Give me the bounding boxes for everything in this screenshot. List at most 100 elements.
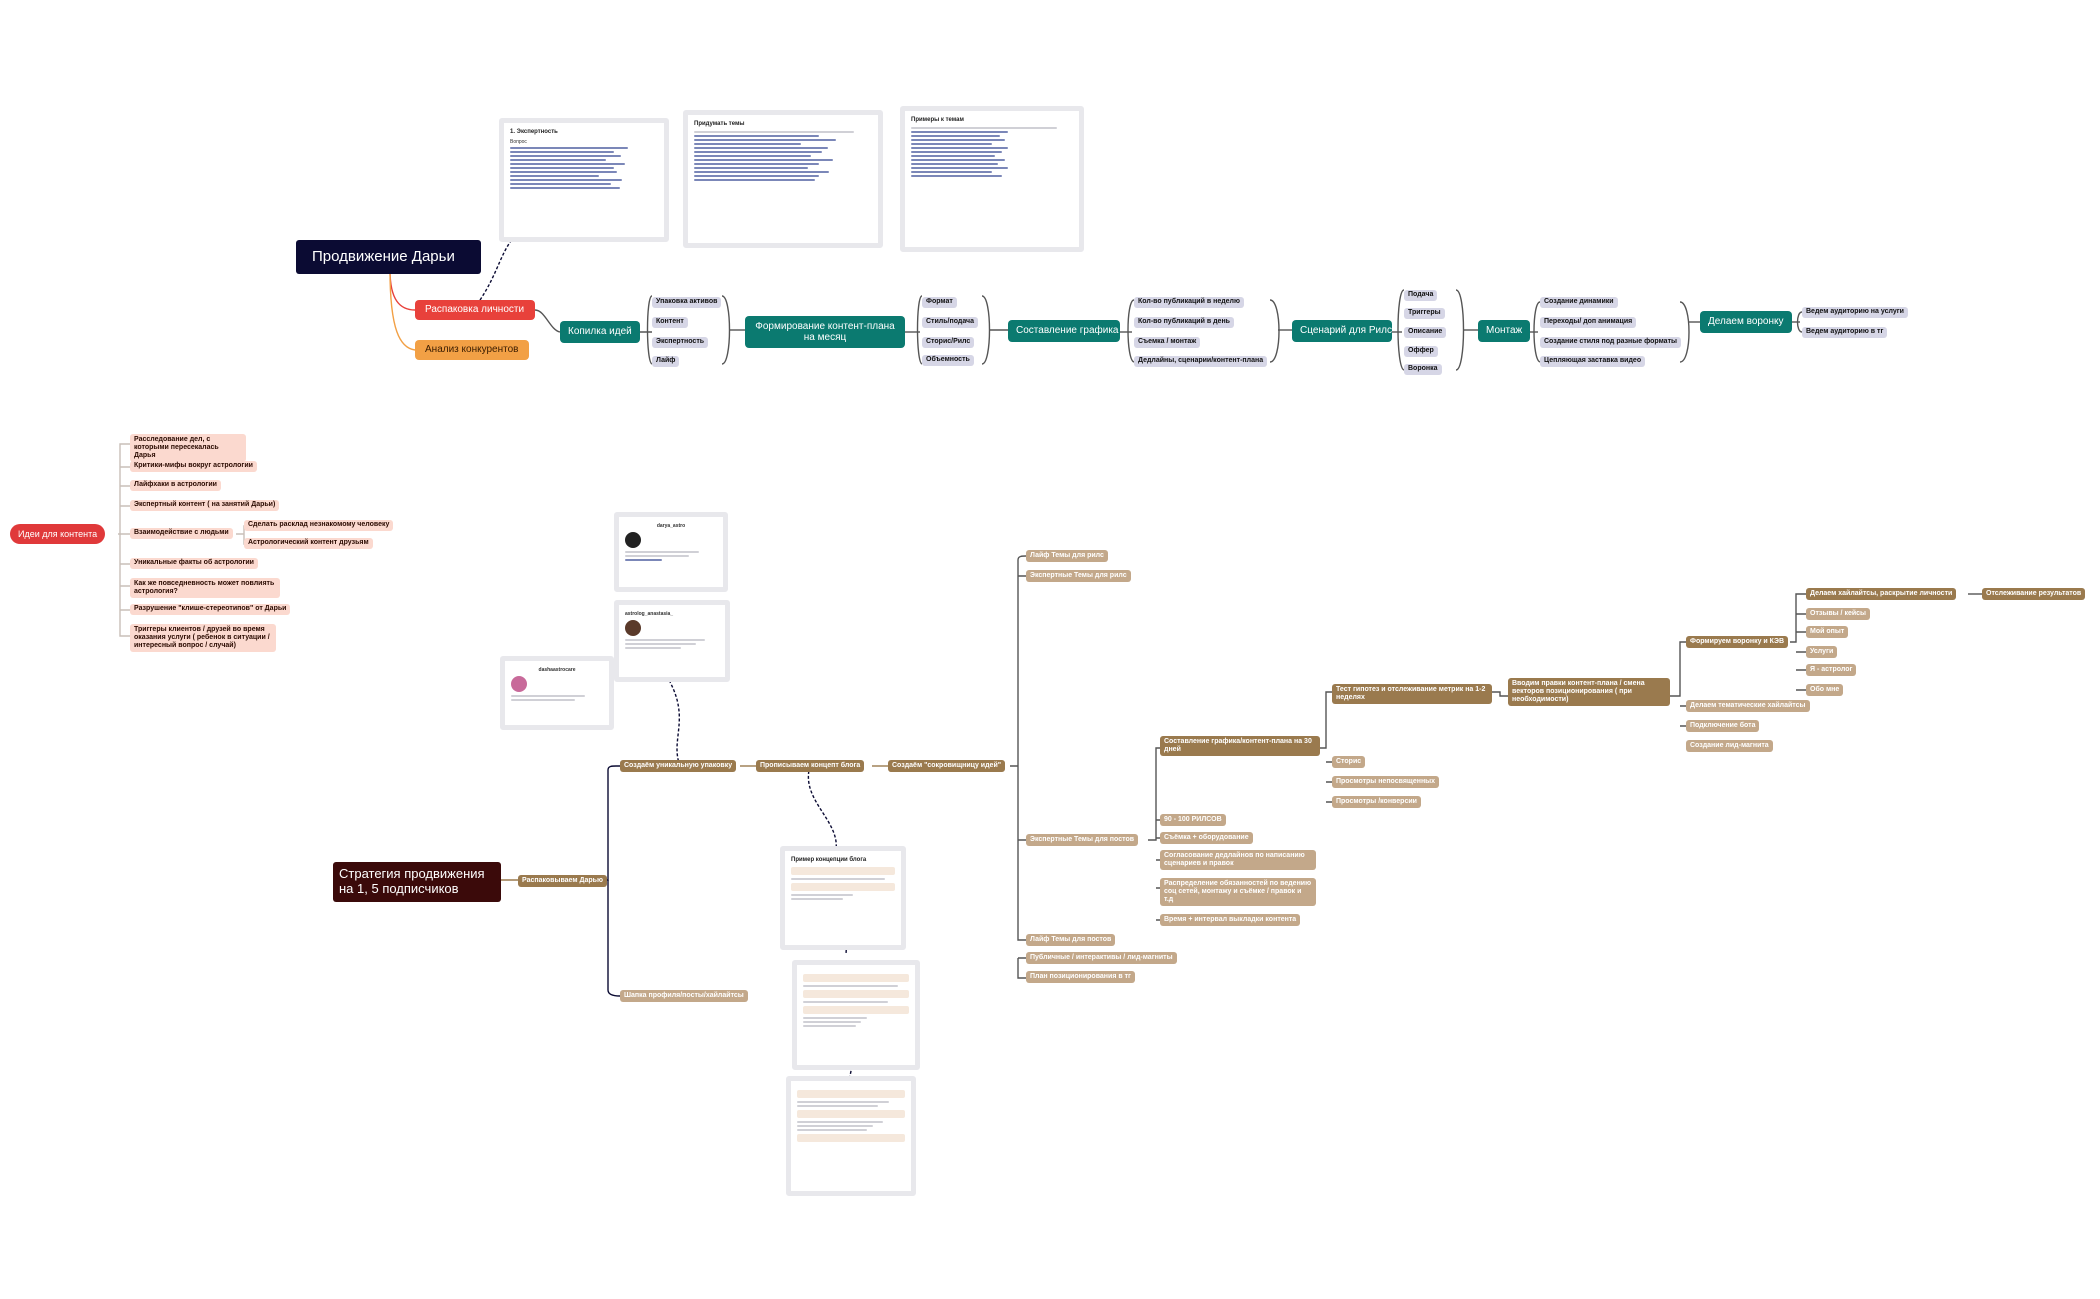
screenshot-title: Придумать темы	[694, 121, 745, 127]
topic-node[interactable]: Экспертные Темы для рилс	[1026, 570, 1131, 582]
topic-node[interactable]: Экспертные Темы для постов	[1026, 834, 1139, 846]
unpack-node[interactable]: Распаковываем Дарью	[518, 875, 607, 887]
topic-node[interactable]: Публичные / интерактивы / лид-магниты	[1026, 952, 1177, 964]
profile-handle: darya_astro	[656, 523, 686, 529]
results-node[interactable]: Отслеживание результатов	[1982, 588, 2086, 600]
ideas-step-node[interactable]: Копилка идей	[560, 321, 640, 343]
ideas-item[interactable]: Лайф	[652, 356, 680, 367]
profile-handle: dashaastrocare	[538, 667, 576, 673]
avatar	[511, 676, 527, 692]
funnel-step-node[interactable]: Делаем воронку	[1700, 311, 1792, 333]
funnel2-item[interactable]: Я - астролог	[1806, 664, 1857, 676]
concept-node[interactable]: Прописываем концепт блога	[756, 760, 865, 772]
ideas-item[interactable]: Контент	[652, 317, 688, 328]
posts-subnode[interactable]: Составление графика/контент-плана на 30 …	[1160, 736, 1320, 757]
edit-item[interactable]: Цепляющая заставка видео	[1540, 356, 1646, 367]
edit-item[interactable]: Создание динамики	[1540, 297, 1618, 308]
ideas-map-item[interactable]: Триггеры клиентов / друзей во время оказ…	[130, 624, 276, 653]
ideas-map-item[interactable]: Взаимодействие с людьми	[130, 528, 233, 539]
schedule-item[interactable]: Кол-во публикаций в день	[1134, 317, 1234, 328]
profile-screenshot-3[interactable]: dashaastrocare	[500, 656, 614, 730]
ideas-map-item[interactable]: Экспертный контент ( на занятий Дарьи)	[130, 500, 280, 511]
posts-subnode[interactable]: Время + интервал выкладки контента	[1160, 914, 1301, 926]
concept-screenshot-3[interactable]	[786, 1076, 916, 1196]
funnel2-item[interactable]: Делаем хайлайтсы, раскрытие личности	[1806, 588, 1957, 600]
posts-subnode[interactable]: 90 - 100 РИЛСОВ	[1160, 814, 1226, 826]
funnel2-item[interactable]: Обо мне	[1806, 684, 1844, 696]
profile-screenshot-1[interactable]: darya_astro	[614, 512, 728, 592]
ideas-item[interactable]: Упаковка активов	[652, 297, 722, 308]
profile-header-node[interactable]: Шапка профиля/посты/хайлайтсы	[620, 990, 748, 1002]
screenshot-subtitle: Вопрос	[510, 139, 527, 145]
ideas-item[interactable]: Экспертность	[652, 337, 709, 348]
schedule-item[interactable]: Дедлайны, сценарии/контент-плана	[1134, 356, 1268, 367]
avatar	[625, 620, 641, 636]
content-item[interactable]: Формат	[922, 297, 957, 308]
posts-subnode[interactable]: Согласование дедлайнов по написанию сцен…	[1160, 850, 1316, 871]
ideas-root-node[interactable]: Идеи для контента	[10, 524, 106, 544]
ideas-map-item[interactable]: Лайфхаки в астрологии	[130, 480, 221, 491]
graph-subnode[interactable]: Просмотры непосвященных	[1332, 776, 1440, 788]
topic-node[interactable]: Лайф Темы для постов	[1026, 934, 1116, 946]
extra-node[interactable]: Создание лид-магнита	[1686, 740, 1773, 752]
extra-node[interactable]: Делаем тематические хайлайтсы	[1686, 700, 1810, 712]
ideas-map-item[interactable]: Критики-мифы вокруг астрологии	[130, 461, 257, 472]
edit-item[interactable]: Переходы/ доп анимация	[1540, 317, 1637, 328]
avatar	[625, 532, 641, 548]
edit-step-node[interactable]: Монтаж	[1478, 320, 1530, 342]
map2-root-node[interactable]: Стратегия продвижения на 1, 5 подписчико…	[333, 862, 501, 902]
ideas-map-subitem[interactable]: Сделать расклад незнакомому человеку	[244, 520, 394, 531]
script-item[interactable]: Триггеры	[1404, 308, 1445, 319]
personality-branch-node[interactable]: Распаковка личности	[415, 300, 535, 320]
funnel-item[interactable]: Ведем аудиторию в тг	[1802, 327, 1888, 338]
profile-screenshot-2[interactable]: astrolog_anastasia_	[614, 600, 730, 682]
intro-node[interactable]: Вводим правки контент-плана / смена вект…	[1508, 678, 1670, 707]
content-item[interactable]: Стиль/подача	[922, 317, 979, 328]
competitors-branch-node[interactable]: Анализ конкурентов	[415, 340, 529, 360]
graph-subnode[interactable]: Просмотры /конверсии	[1332, 796, 1421, 808]
ideas-map-item[interactable]: Уникальные факты об астрологии	[130, 558, 258, 569]
screenshot-title: Примеры к темам	[911, 117, 964, 123]
screenshot-title: 1. Экспертность	[510, 129, 558, 135]
ideas-map-item[interactable]: Разрушение "клише-стереотипов" от Дарьи	[130, 604, 291, 615]
content-item[interactable]: Сторис/Рилс	[922, 337, 975, 348]
topic-node[interactable]: Лайф Темы для рилс	[1026, 550, 1108, 562]
screenshot-title: Пример концепции блога	[791, 857, 867, 863]
packaging-node[interactable]: Создаём уникальную упаковку	[620, 760, 737, 772]
posts-subnode[interactable]: Распределение обязанностей по ведению со…	[1160, 878, 1316, 907]
script-item[interactable]: Воронка	[1404, 364, 1442, 375]
funnel2-item[interactable]: Отзывы / кейсы	[1806, 608, 1871, 620]
ideas-map-item[interactable]: Как же повседневность может повлиять аст…	[130, 578, 280, 599]
script-item[interactable]: Описание	[1404, 327, 1447, 338]
checklist-screenshot-1[interactable]: 1. Экспертность Вопрос	[499, 118, 669, 242]
funnel2-node[interactable]: Формируем воронку и КЭВ	[1686, 636, 1789, 648]
script-item[interactable]: Подача	[1404, 290, 1438, 301]
content-item[interactable]: Объемность	[922, 355, 974, 366]
treasury-node[interactable]: Создаём "сокровищницу идей"	[888, 760, 1006, 772]
concept-screenshot-2[interactable]	[792, 960, 920, 1070]
graph-subnode[interactable]: Сторис	[1332, 756, 1366, 768]
schedule-step-node[interactable]: Составление графика	[1008, 320, 1120, 342]
map1-root-node[interactable]: Продвижение Дарьи	[296, 240, 481, 274]
funnel-item[interactable]: Ведем аудиторию на услуги	[1802, 307, 1908, 318]
extra-node[interactable]: Подключение бота	[1686, 720, 1760, 732]
topics-screenshot[interactable]: Придумать темы	[683, 110, 883, 248]
posts-subnode[interactable]: Съёмка + оборудование	[1160, 832, 1253, 844]
script-step-node[interactable]: Сценарий для Рилс	[1292, 320, 1392, 342]
funnel2-item[interactable]: Услуги	[1806, 646, 1838, 658]
schedule-item[interactable]: Кол-во публикаций в неделю	[1134, 297, 1244, 308]
funnel2-item[interactable]: Мой опыт	[1806, 626, 1849, 638]
topic-node[interactable]: План позиционирования в тг	[1026, 971, 1135, 983]
ideas-map-item[interactable]: Расследование дел, с которыми пересекала…	[130, 434, 246, 463]
profile-handle: astrolog_anastasia_	[625, 611, 674, 617]
content-plan-step-node[interactable]: Формирование контент-плана на месяц	[745, 316, 905, 348]
script-item[interactable]: Оффер	[1404, 346, 1438, 357]
graph-subnode[interactable]: Тест гипотез и отслеживание метрик на 1-…	[1332, 684, 1492, 705]
edit-item[interactable]: Создание стиля под разные форматы	[1540, 337, 1681, 348]
ideas-map-subitem[interactable]: Астрологический контент друзьям	[244, 538, 373, 549]
examples-screenshot[interactable]: Примеры к темам	[900, 106, 1084, 252]
concept-screenshot[interactable]: Пример концепции блога	[780, 846, 906, 950]
schedule-item[interactable]: Съемка / монтаж	[1134, 337, 1201, 348]
